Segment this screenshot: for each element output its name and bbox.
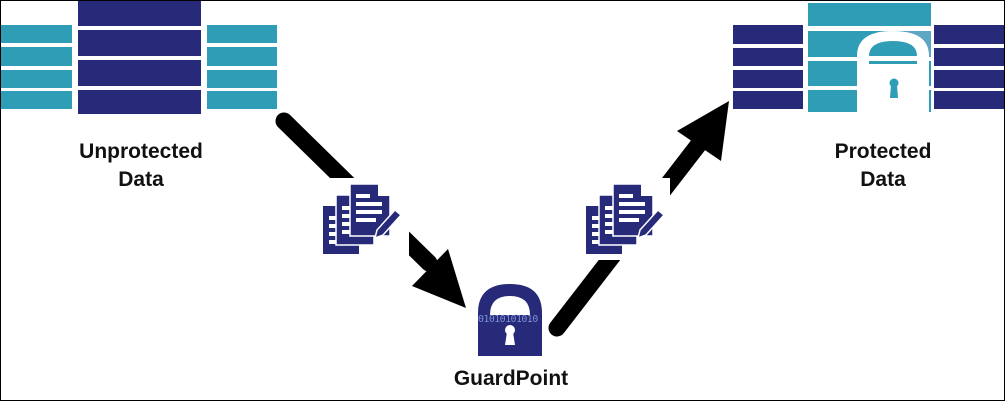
documents-edit-icon <box>317 178 409 260</box>
label-line: Data <box>118 168 164 191</box>
center-teal-column <box>808 3 931 113</box>
left-teal-column <box>1 25 72 109</box>
center-navy-column <box>78 1 201 114</box>
label-line: Protected <box>834 140 932 163</box>
protected-data-icon <box>733 3 1004 113</box>
protected-data-label: Protected Data <box>783 138 983 194</box>
unprotected-data-icon <box>1 1 277 114</box>
guardpoint-label: GuardPoint <box>453 367 569 390</box>
binary-padlock-body <box>478 284 542 356</box>
arrowhead-icon <box>412 249 466 308</box>
padlock-shackle-opening <box>490 296 530 315</box>
right-navy-column <box>934 25 1004 109</box>
right-teal-column <box>207 25 277 109</box>
label-line: Data <box>860 168 906 191</box>
keyhole-slot <box>505 332 515 345</box>
documents-edit-icon <box>580 178 670 260</box>
left-navy-column <box>733 25 803 109</box>
unprotected-data-label: Unprotected Data <box>41 138 241 194</box>
arrowhead-icon <box>677 101 729 161</box>
label-line: Unprotected <box>79 140 203 163</box>
